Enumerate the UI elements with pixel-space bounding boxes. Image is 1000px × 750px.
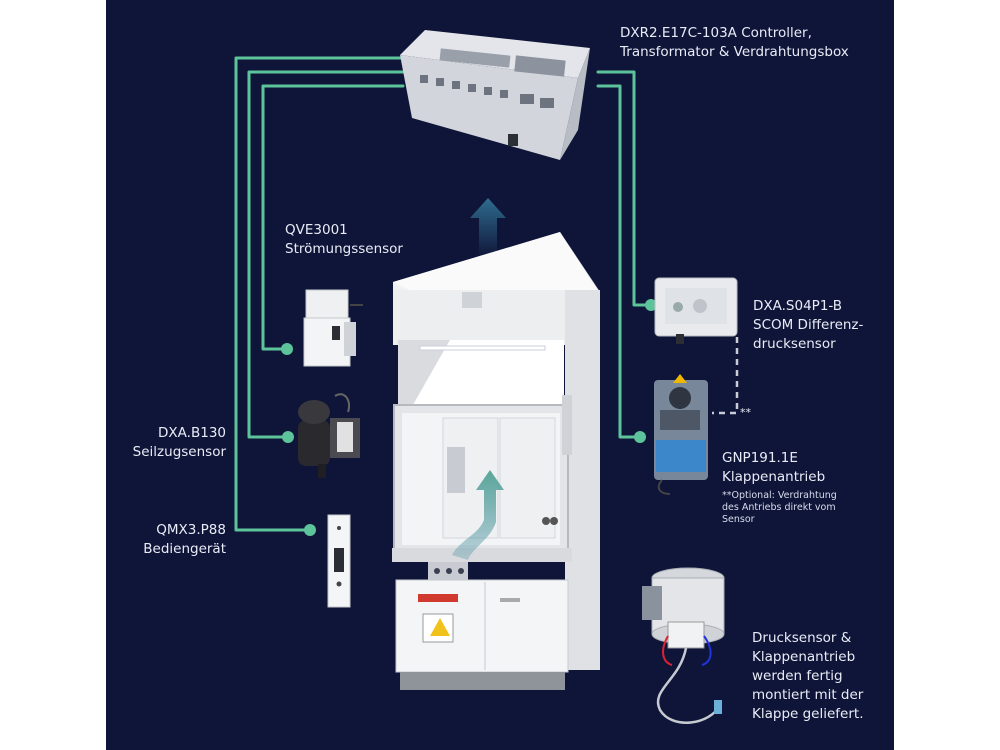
gnp-line-1: GNP191.1E	[722, 449, 825, 468]
druck-line-5: Klappe geliefert.	[752, 705, 864, 724]
dxa-b130-line-1: DXA.B130	[116, 424, 226, 443]
label-optional-note: **Optional: Verdrahtung des Antriebs dir…	[722, 490, 837, 526]
qmx3-p88-device-image	[328, 515, 350, 607]
qve-line-1: QVE3001	[285, 221, 403, 240]
exhaust-arrow-icon	[470, 198, 506, 258]
qmx-line-2: Bediengerät	[116, 540, 226, 559]
gnp-line-2: Klappenantrieb	[722, 468, 825, 487]
dxa-s04p1-sensor-image	[655, 278, 737, 344]
dxa-s04-line-2: SCOM Differenz-	[753, 316, 863, 335]
druck-line-1: Drucksensor &	[752, 629, 864, 648]
label-double-star: **	[740, 403, 751, 422]
dxa-b130-line-2: Seilzugsensor	[116, 443, 226, 462]
wire-s04	[598, 72, 651, 305]
optional-note-line-3: Sensor	[722, 514, 837, 526]
label-dxa-b130: DXA.B130 Seilzugsensor	[116, 424, 226, 462]
label-qmx3-p88: QMX3.P88 Bediengerät	[116, 521, 226, 559]
label-qve3001: QVE3001 Strömungssensor	[285, 221, 403, 259]
endpoint-qmx	[304, 524, 316, 536]
optional-note-line-2: des Antriebs direkt vom	[722, 502, 837, 514]
label-dxa-s04p1: DXA.S04P1-B SCOM Differenz- drucksensor	[753, 297, 863, 354]
label-controller: DXR2.E17C-103A Controller, Transformator…	[620, 24, 849, 62]
druck-line-3: werden fertig	[752, 667, 864, 686]
fume-hood-image	[392, 232, 600, 690]
gnp191-actuator-image	[654, 374, 708, 494]
controller-box-image	[400, 30, 590, 160]
controller-line-1: DXR2.E17C-103A Controller,	[620, 24, 849, 43]
endpoint-b130	[282, 431, 294, 443]
druck-line-4: montiert mit der	[752, 686, 864, 705]
druck-line-2: Klappenantrieb	[752, 648, 864, 667]
endpoint-qve	[281, 343, 293, 355]
dxa-s04-line-1: DXA.S04P1-B	[753, 297, 863, 316]
damper-assembly-image	[642, 568, 724, 723]
controller-line-2: Transformator & Verdrahtungsbox	[620, 43, 849, 62]
qve-line-2: Strömungssensor	[285, 240, 403, 259]
wire-optional-dashed	[712, 337, 737, 413]
qve3001-sensor-image	[304, 290, 363, 366]
dxa-s04-line-3: drucksensor	[753, 335, 863, 354]
optional-note-line-1: **Optional: Verdrahtung	[722, 490, 837, 502]
endpoint-gnp	[634, 431, 646, 443]
label-drucksensor: Drucksensor & Klappenantrieb werden fert…	[752, 629, 864, 724]
qmx-line-1: QMX3.P88	[116, 521, 226, 540]
label-gnp191: GNP191.1E Klappenantrieb	[722, 449, 825, 487]
dxa-b130-sensor-image	[298, 394, 360, 478]
